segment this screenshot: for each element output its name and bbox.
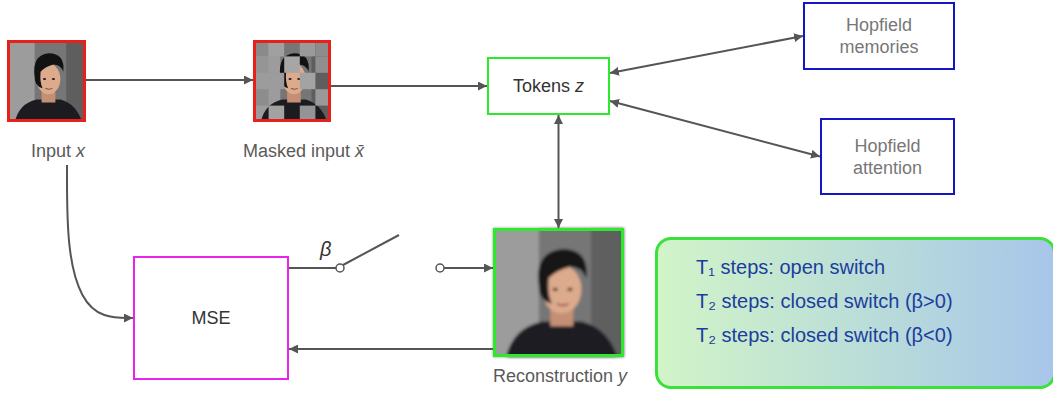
connector-arrow (610, 101, 820, 157)
connector-arrow (558, 115, 560, 228)
masked-photo (253, 40, 331, 122)
masked-image: Masked input x̄ (253, 40, 331, 162)
edge-label: β (320, 238, 331, 260)
switch-symbol (436, 264, 444, 272)
masked-photo (253, 40, 331, 122)
masked-photo (269, 73, 285, 89)
box-label: Hopfield attention (833, 135, 943, 179)
image-caption: x̄ (355, 141, 364, 161)
schedule-line: T₂ steps: closed switch (β>0) (696, 284, 1041, 318)
attention-box: Hopfield attention (820, 118, 955, 195)
box-label: Hopfield memories (824, 14, 934, 58)
masked-photo (253, 40, 331, 122)
schedule-note: T₁ steps: open switchT₂ steps: closed sw… (655, 237, 1053, 389)
schedule-line: T₁ steps: open switch (696, 250, 1041, 284)
connector-arrow (67, 165, 133, 318)
image-frame (253, 40, 331, 122)
masked-photo (300, 73, 316, 89)
switch-symbol (336, 264, 344, 272)
reconstruction-image: Reconstruction y (493, 228, 624, 387)
image-caption: Input x (31, 141, 86, 162)
box-label: MSE (191, 307, 230, 329)
reconstruction-photo (493, 228, 624, 357)
input-photo (7, 40, 86, 122)
image-caption: Reconstruction y (493, 366, 624, 387)
switch-symbol (343, 235, 399, 265)
connector-arrow (331, 85, 487, 87)
box-label: Tokens z (513, 75, 584, 97)
image-frame (7, 40, 86, 122)
input-photo (7, 40, 86, 122)
edge-label: β (318, 238, 333, 260)
switch-symbol (336, 235, 444, 272)
image-caption: x (76, 141, 85, 161)
connector-arrow (289, 267, 493, 269)
image-frame (493, 228, 624, 357)
tokens-box: Tokens z (487, 57, 610, 115)
reconstruction-photo (493, 228, 624, 357)
masked-photo (284, 56, 300, 72)
schedule-line: T₂ steps: closed switch (β<0) (696, 318, 1041, 352)
connector-arrow (289, 348, 493, 350)
image-caption: y (618, 366, 627, 386)
input-image: Input x (7, 40, 86, 162)
memory-box: Hopfield memories (803, 2, 955, 70)
loss-box: MSE (133, 256, 289, 380)
box-label: z (575, 76, 584, 96)
connector-arrow (610, 36, 803, 73)
connector-arrow (86, 79, 253, 81)
image-caption: Masked input x̄ (243, 141, 331, 162)
